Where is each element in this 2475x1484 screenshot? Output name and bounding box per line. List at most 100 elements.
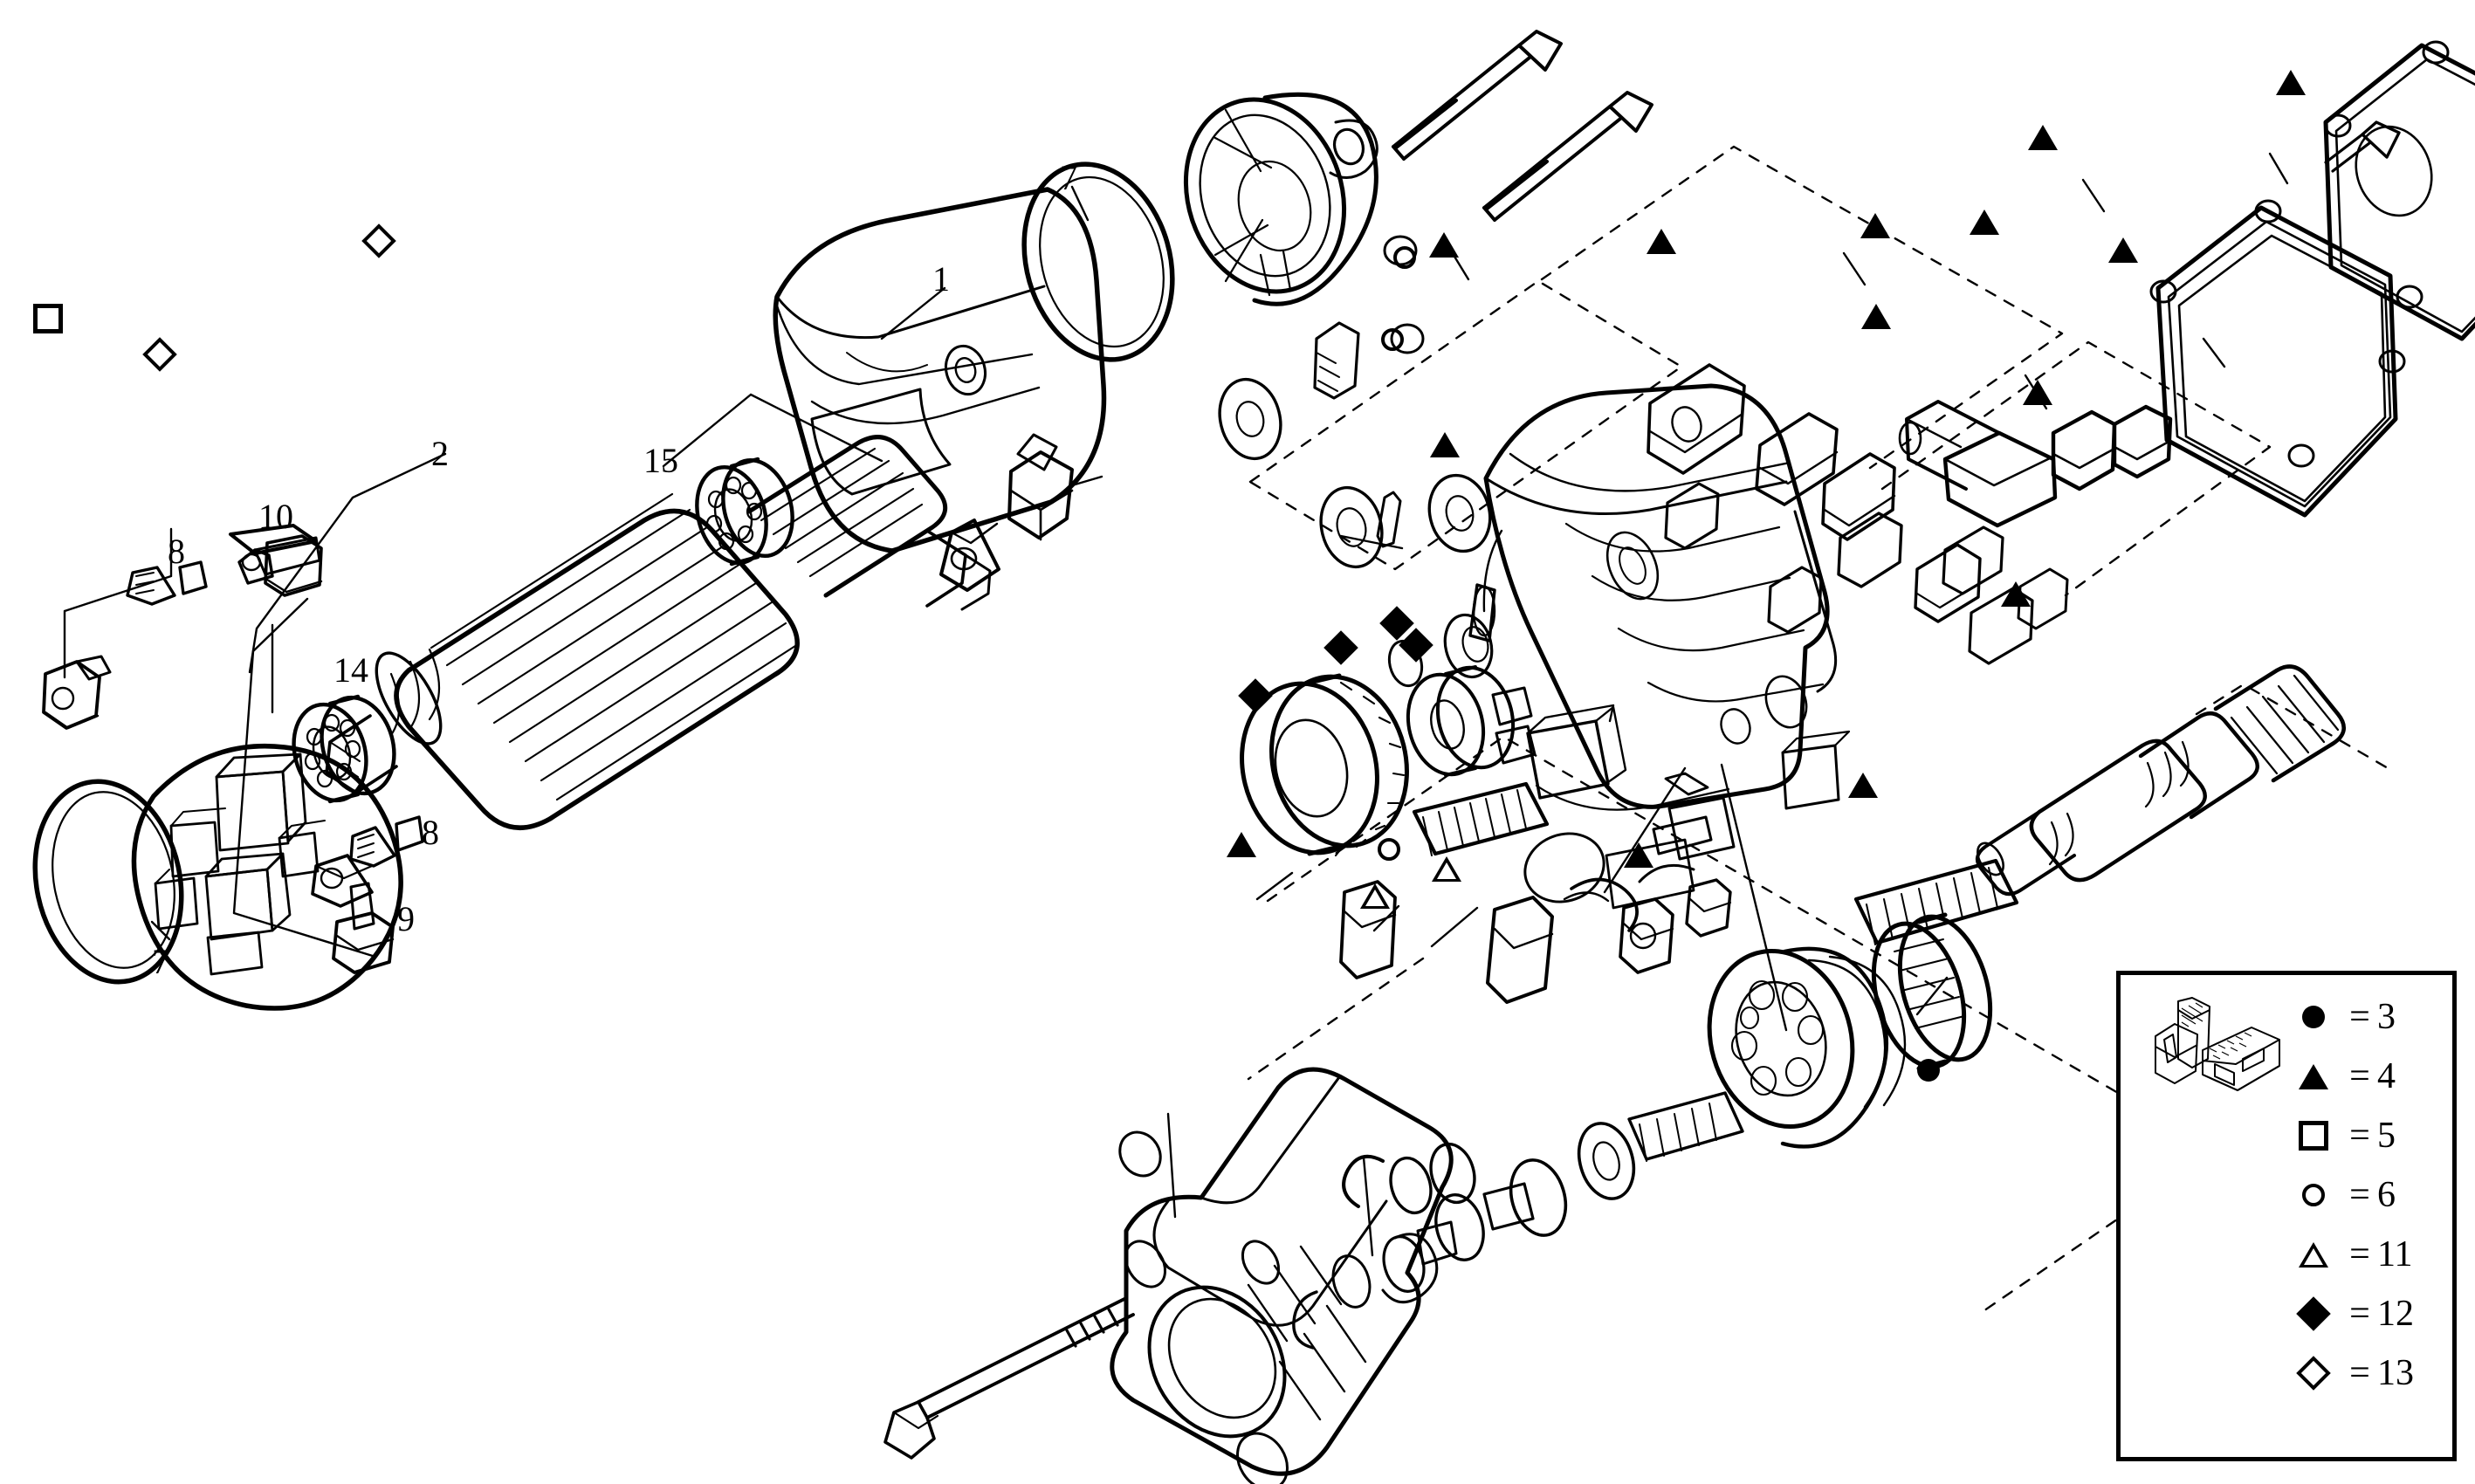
through-bolt-upper <box>1392 30 1563 161</box>
insulator-blocks <box>1647 363 2069 665</box>
brush-terminal-left <box>42 655 112 730</box>
legend-box: = 3 = 4 = 5 = 6 = 11 <box>2116 971 2457 1461</box>
filled-circle-icon <box>2285 1006 2342 1028</box>
drive-pinion-clutch <box>1707 912 1993 1149</box>
filled-triangle-icon <box>2285 1063 2342 1089</box>
legend-number-13: 13 <box>2377 1353 2414 1393</box>
marker-filled-triangle-4-c <box>2028 125 2058 150</box>
ring-gear <box>1240 673 1409 857</box>
solenoid-plunger <box>1339 877 1732 1004</box>
marker-filled-triangle-4-l <box>1848 773 1878 798</box>
open-circle-icon <box>2285 1184 2342 1206</box>
marker-filled-diamond-12-c <box>1379 606 1414 641</box>
field-frame-yoke <box>773 187 1107 553</box>
legend-number-4: 4 <box>2377 1056 2396 1096</box>
legend-equals-13: = <box>2349 1353 2370 1393</box>
legend-row-12: = 12 <box>2285 1284 2456 1343</box>
marker-filled-diamond-12-a <box>1238 678 1273 713</box>
marker-filled-triangle-4-k <box>2001 581 2031 607</box>
legend-equals-6: = <box>2349 1175 2370 1215</box>
marker-open-square-5 <box>33 304 63 333</box>
through-bolt-lower <box>1482 91 1653 222</box>
marker-filled-triangle-4-j <box>1861 304 1891 329</box>
brush-lead-10 <box>229 524 323 597</box>
legend-number-12: 12 <box>2377 1294 2414 1334</box>
callout-1: 1 <box>932 259 950 299</box>
output-shaft-splined <box>1975 664 2346 897</box>
marker-filled-triangle-4-a <box>2276 70 2306 95</box>
open-diamond-icon <box>2285 1356 2342 1391</box>
marker-filled-triangle-4-e <box>1970 210 1999 235</box>
marker-filled-triangle-4-g <box>1647 229 1676 254</box>
legend-artwork <box>2155 997 2280 1091</box>
marker-open-circle-6-c <box>1381 328 1404 351</box>
callout-14: 14 <box>333 650 368 690</box>
leader-lines <box>63 152 2289 1032</box>
gasket-plate-left <box>2149 199 2406 518</box>
planet-gear-carrier <box>1406 665 1537 777</box>
marker-open-diamond-13-b <box>142 337 177 372</box>
marker-filled-circle-3 <box>1917 1059 1940 1082</box>
legend-row-3: = 3 <box>2285 987 2456 1047</box>
commutator-end-cover <box>1183 92 1378 306</box>
legend-equals-4: = <box>2349 1056 2370 1096</box>
marker-open-circle-6-a <box>1378 838 1400 861</box>
brush-assembly-9 <box>311 854 395 974</box>
shift-lever-group <box>1638 772 1713 883</box>
filled-diamond-icon <box>2285 1296 2342 1331</box>
screw-8-upper <box>126 560 208 606</box>
legend-row-5: = 5 <box>2285 1106 2456 1165</box>
drive-end-housing <box>1110 1067 1454 1484</box>
snap-ring-washers <box>1342 1142 1476 1215</box>
marker-filled-triangle-4-m <box>1624 842 1653 868</box>
legend-number-11: 11 <box>2377 1234 2413 1274</box>
callout-7-top: 7 <box>1060 158 1077 197</box>
terminal-stud-small <box>1313 321 1360 400</box>
callout-7-bottom: 7 <box>152 942 169 981</box>
legend-equals-12: = <box>2349 1294 2370 1334</box>
marker-open-circle-6-b <box>1393 246 1416 269</box>
marker-filled-triangle-4-i <box>1429 232 1459 258</box>
marker-filled-triangle-4-f <box>1860 213 1890 238</box>
callout-15: 15 <box>643 441 678 480</box>
idler-shaft-toothed-2 <box>1853 858 2019 945</box>
marker-filled-triangle-4-b <box>2108 237 2138 263</box>
marker-filled-triangle-4-d <box>2023 380 2052 405</box>
screw-8-lower <box>349 815 424 868</box>
bearing-bushing-15 <box>695 457 794 567</box>
armature-assembly <box>325 435 992 830</box>
legend-equals-11: = <box>2349 1234 2370 1274</box>
callout-10: 10 <box>258 497 293 536</box>
legend-row-13: = 13 <box>2285 1343 2456 1403</box>
idler-shaft-toothed <box>1412 781 1550 856</box>
marker-open-triangle-11-b <box>1360 883 1390 909</box>
marker-open-triangle-11-a <box>1432 856 1461 882</box>
open-square-icon <box>2285 1121 2342 1151</box>
marker-open-diamond-13-a <box>361 223 396 258</box>
marker-filled-diamond-12-d <box>1399 628 1433 663</box>
brush-holder-end-plate <box>131 743 403 1011</box>
mounting-bolt-long <box>883 1297 1135 1460</box>
legend-number-5: 5 <box>2377 1116 2396 1156</box>
spring-and-collar-stack <box>1292 1091 1744 1350</box>
pin-small <box>1376 491 1402 548</box>
callout-2: 2 <box>431 434 449 473</box>
legend-number-6: 6 <box>2377 1175 2396 1215</box>
solenoid-switch <box>1898 400 2173 528</box>
callout-8-lower: 8 <box>422 813 439 852</box>
marker-filled-triangle-4-n <box>1227 832 1256 857</box>
o-ring-seal-top <box>1021 161 1175 362</box>
gearbox-housing <box>1468 383 1851 910</box>
open-triangle-icon <box>2285 1241 2342 1268</box>
legend-rows: = 3 = 4 = 5 = 6 = 11 <box>2285 987 2456 1403</box>
legend-row-4: = 4 <box>2285 1047 2456 1106</box>
marker-filled-triangle-4-h <box>1430 432 1460 457</box>
terminal-post-assembly <box>939 433 1103 592</box>
legend-equals-5: = <box>2349 1116 2370 1156</box>
screw-top-right <box>2324 120 2401 173</box>
legend-number-3: 3 <box>2377 997 2396 1037</box>
legend-equals-3: = <box>2349 997 2370 1037</box>
thrust-washer-stack <box>1218 377 1494 688</box>
